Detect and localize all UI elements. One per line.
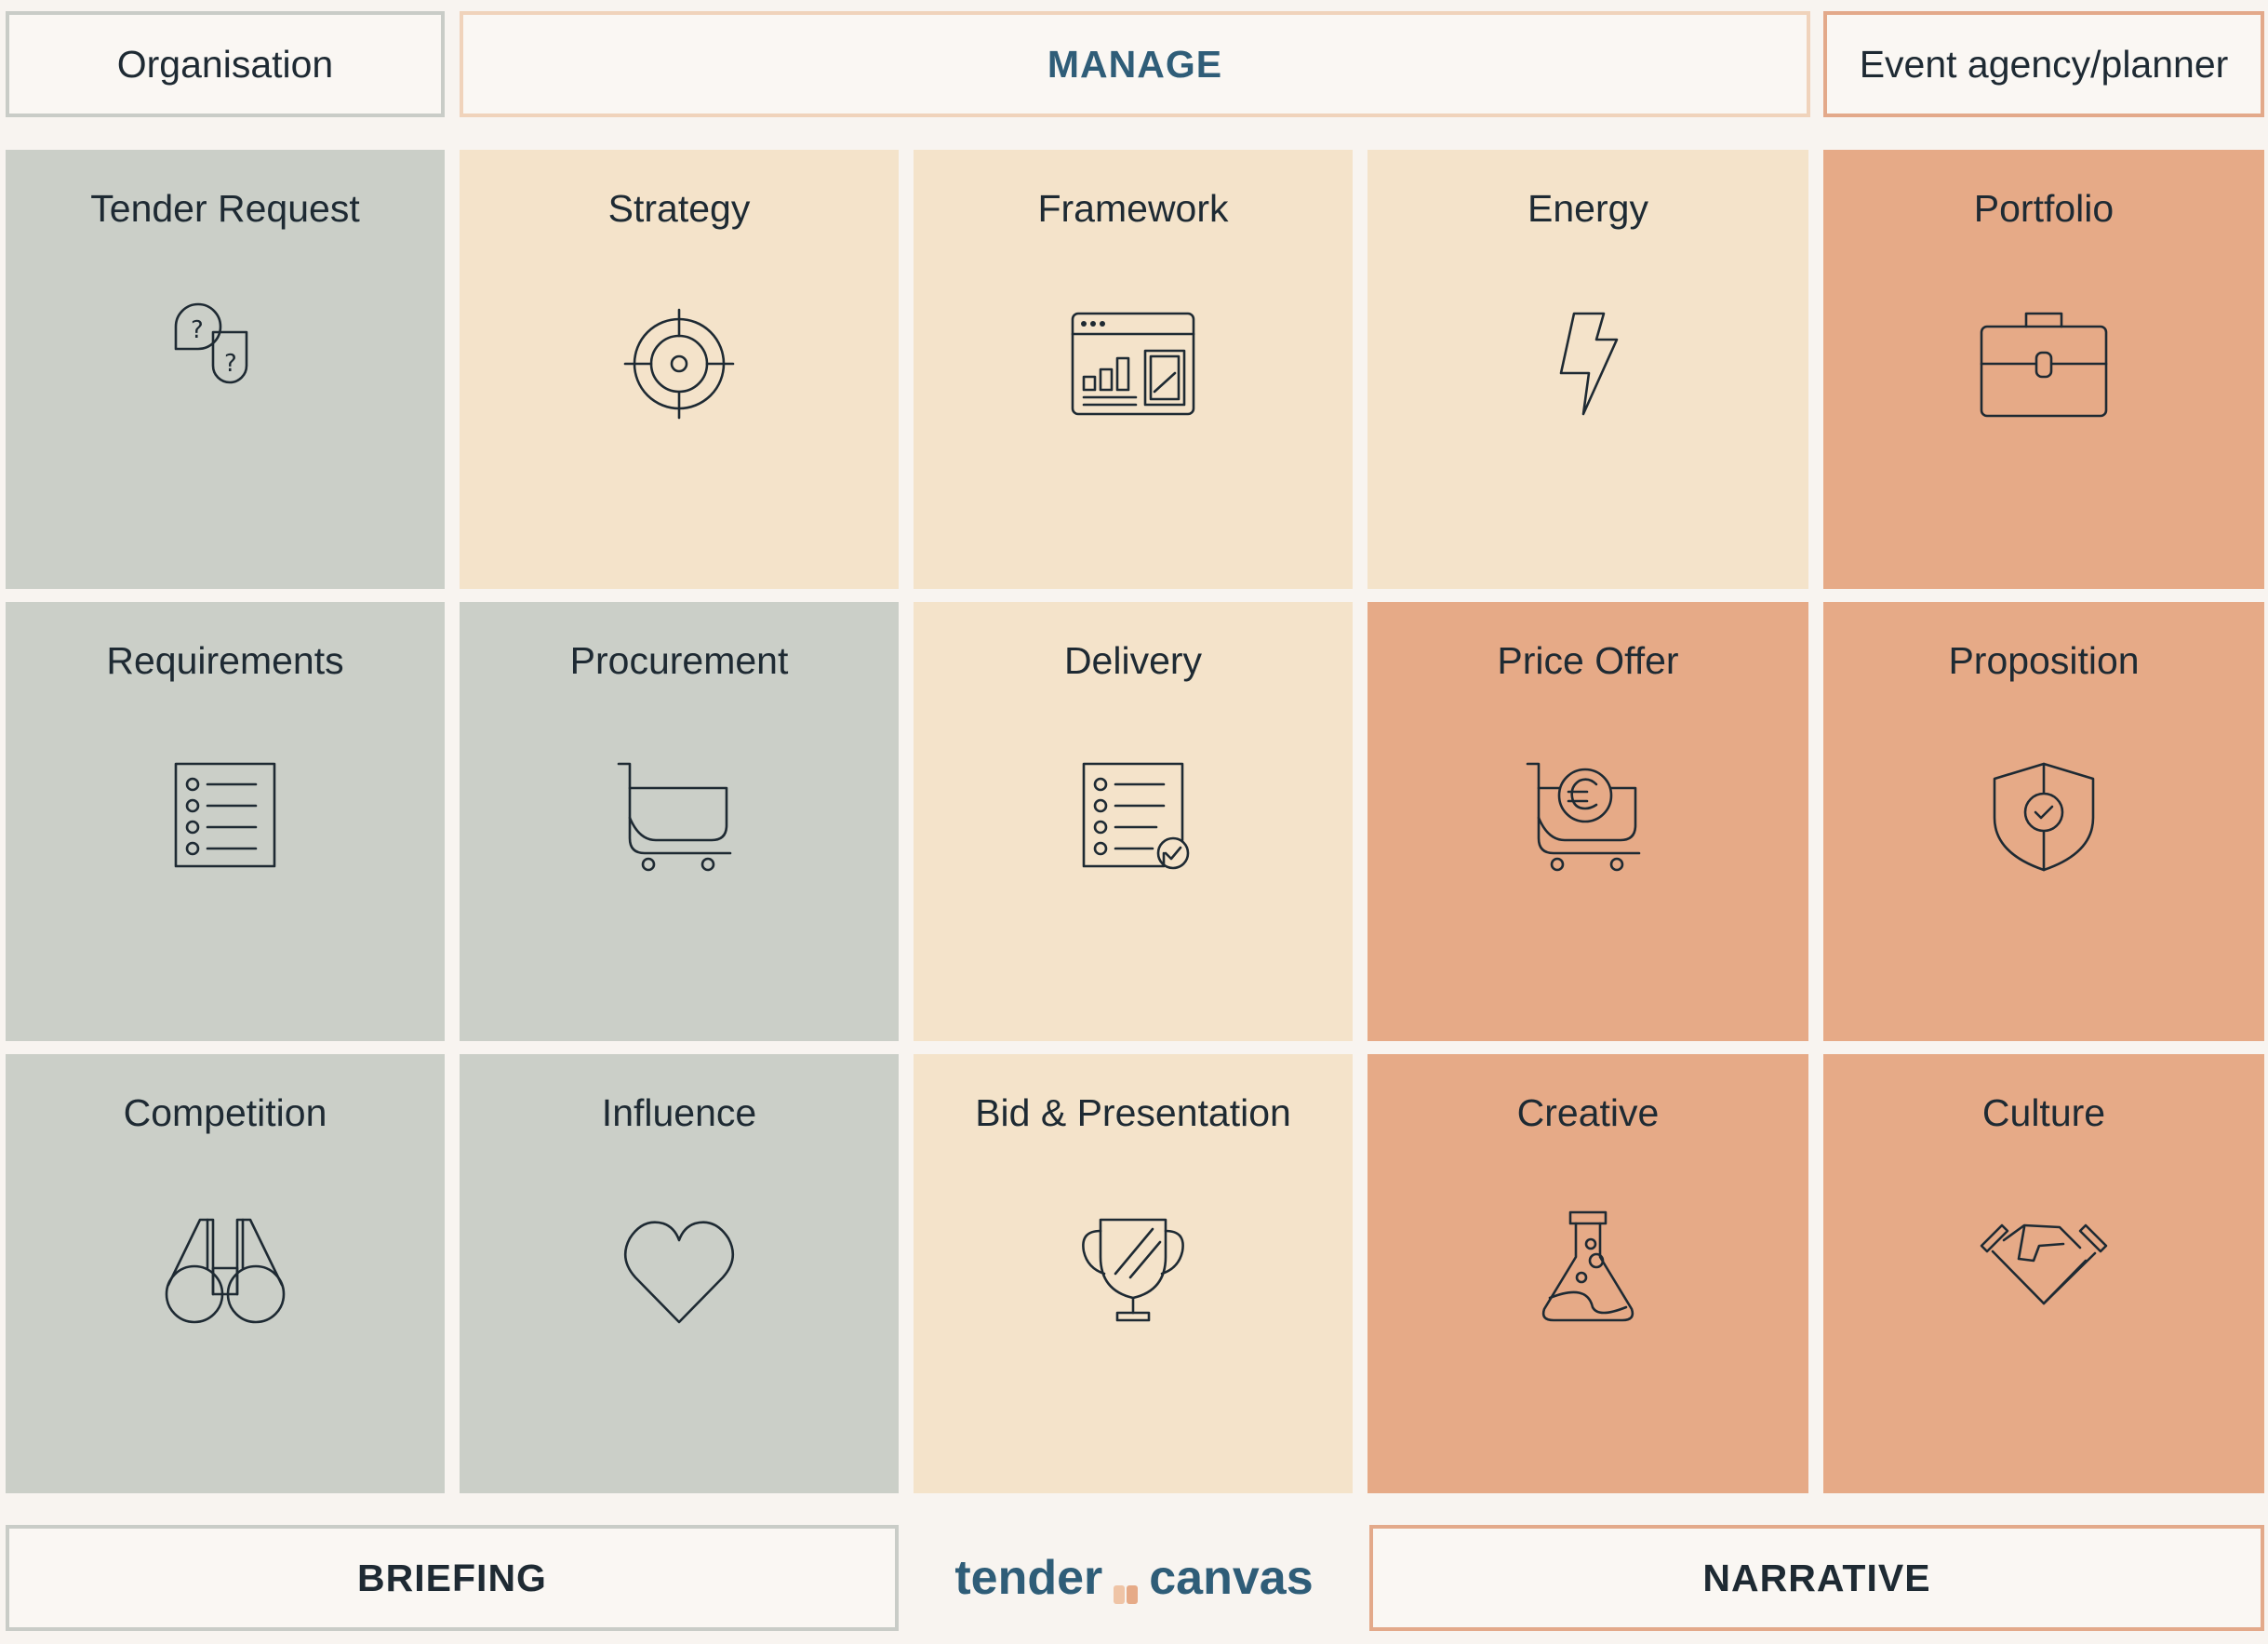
cell-bid-presentation: Bid & Presentation (914, 1054, 1353, 1493)
cell-framework: Framework (914, 150, 1353, 589)
checklist-check-icon (1063, 751, 1203, 881)
cell-strategy: Strategy (460, 150, 899, 589)
cell-title: Competition (123, 1091, 327, 1134)
svg-text:?: ? (224, 350, 237, 378)
cell-title: Energy (1528, 187, 1648, 230)
cell-title: Proposition (1948, 639, 2140, 682)
cell-competition: Competition (6, 1054, 445, 1493)
dashboard-icon (1063, 299, 1203, 429)
cell-title: Bid & Presentation (975, 1091, 1291, 1134)
header-event-agency: Event agency/planner (1823, 11, 2264, 117)
footer-briefing-label: BRIEFING (357, 1556, 547, 1599)
cell-energy: Energy (1367, 150, 1808, 589)
cell-title: Culture (1981, 1091, 2106, 1134)
cell-procurement: Procurement (460, 602, 899, 1041)
logo-word-left: tender (954, 1551, 1103, 1605)
target-icon (609, 299, 749, 429)
header-manage: MANAGE (460, 11, 1810, 117)
cell-title: Framework (1037, 187, 1229, 230)
cell-title: Tender Request (90, 187, 360, 230)
footer-narrative: NARRATIVE (1369, 1525, 2264, 1631)
cell-price-offer: Price Offer (1367, 602, 1808, 1041)
cell-title: Portfolio (1973, 187, 2115, 230)
cell-title: Procurement (569, 639, 789, 682)
header-organisation: Organisation (6, 11, 445, 117)
cell-requirements: Requirements (6, 602, 445, 1041)
footer-narrative-label: NARRATIVE (1702, 1556, 1931, 1599)
svg-text:?: ? (191, 316, 204, 344)
header-organisation-label: Organisation (116, 42, 334, 86)
cell-portfolio: Portfolio (1823, 150, 2264, 589)
header-manage-label: MANAGE (1047, 42, 1223, 86)
flask-icon (1518, 1203, 1658, 1333)
cell-creative: Creative (1367, 1054, 1808, 1493)
footer-briefing: BRIEFING (6, 1525, 899, 1631)
cell-influence: Influence (460, 1054, 899, 1493)
euro-cart-icon (1518, 751, 1658, 881)
briefcase-icon (1974, 299, 2114, 429)
trophy-icon (1063, 1203, 1203, 1333)
cell-title: Influence (601, 1091, 757, 1134)
cell-tender-request: Tender Request ? ? (6, 150, 445, 589)
lightning-icon (1518, 299, 1658, 429)
checklist-icon (155, 751, 295, 881)
cell-culture: Culture (1823, 1054, 2264, 1493)
logo-word-right: canvas (1149, 1551, 1314, 1605)
cell-title: Delivery (1063, 639, 1203, 682)
shield-check-icon (1974, 751, 2114, 881)
question-bubbles-icon: ? ? (155, 299, 295, 429)
cart-icon (609, 751, 749, 881)
logo-mark-icon (1112, 1564, 1140, 1604)
cell-proposition: Proposition (1823, 602, 2264, 1041)
header-event-agency-label: Event agency/planner (1859, 42, 2229, 86)
cell-title: Creative (1516, 1091, 1660, 1134)
cell-title: Requirements (106, 639, 344, 682)
binoculars-icon (155, 1203, 295, 1333)
cell-title: Price Offer (1497, 639, 1679, 682)
heart-icon (609, 1203, 749, 1333)
handshake-icon (1974, 1203, 2114, 1333)
tender-canvas-logo: tender canvas (914, 1525, 1354, 1631)
cell-title: Strategy (607, 187, 751, 230)
cell-delivery: Delivery (914, 602, 1353, 1041)
